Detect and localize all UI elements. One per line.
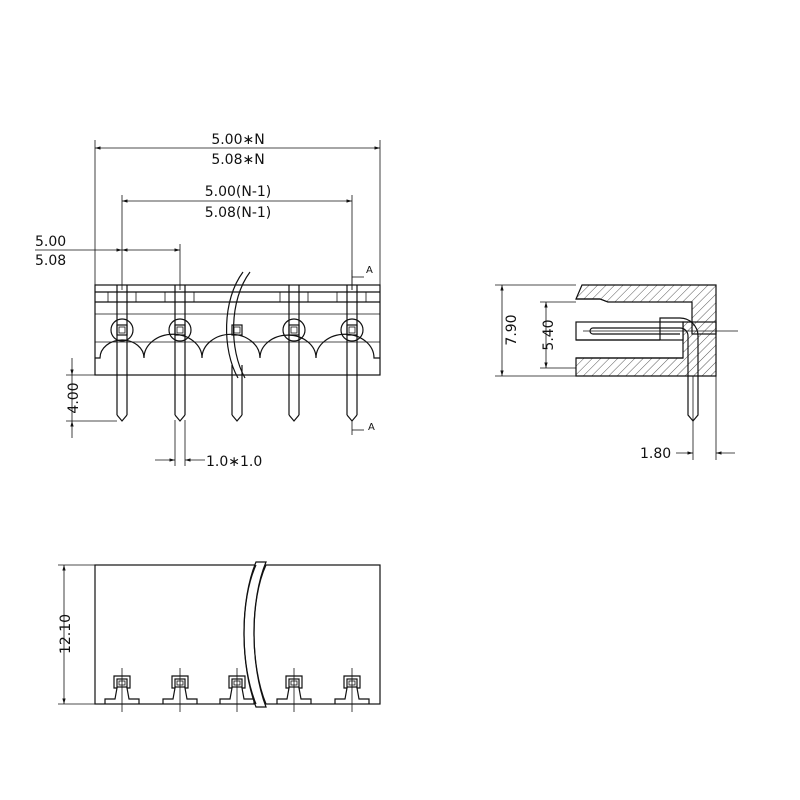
pin-span-dimension: 5.00(N-1) 5.08(N-1) bbox=[121, 184, 353, 290]
section-mark-bottom-label: A bbox=[368, 422, 375, 433]
pin-offset-label: 1.80 bbox=[640, 446, 671, 462]
pin-5 bbox=[340, 285, 364, 422]
pin-height-label: 5.40 bbox=[541, 319, 557, 350]
pitch-label-2: 5.08 bbox=[35, 253, 66, 269]
pin-offset-dimension: 1.80 bbox=[640, 376, 735, 462]
pin-4 bbox=[282, 285, 306, 422]
pin-section-dimension: 1.0∗1.0 bbox=[155, 420, 262, 470]
pin-2 bbox=[168, 285, 192, 422]
pin-height-dimension: 5.40 bbox=[540, 301, 576, 369]
pin-span-label-1: 5.00(N-1) bbox=[205, 184, 272, 200]
pitch-label-1: 5.00 bbox=[35, 234, 66, 250]
section-mark-top: A bbox=[351, 265, 373, 290]
pin-span-label-2: 5.08(N-1) bbox=[205, 205, 272, 221]
pins-front bbox=[110, 285, 364, 422]
bottom-pin-pads bbox=[104, 668, 370, 712]
overall-width-label-1: 5.00∗N bbox=[211, 132, 264, 148]
overall-width-dimension: 5.00∗N 5.08∗N bbox=[94, 132, 381, 285]
bottom-view: 12.10 bbox=[58, 561, 381, 712]
front-view: 5.00∗N 5.08∗N 5.00(N-1) 5.08(N-1) 5.00 5… bbox=[35, 132, 381, 470]
pin-length-label: 4.00 bbox=[66, 382, 82, 413]
depth-dimension: 12.10 bbox=[58, 564, 95, 705]
section-mark-bottom: A bbox=[351, 420, 375, 435]
pin-1 bbox=[110, 285, 134, 422]
pitch-dimension: 5.00 5.08 bbox=[35, 234, 181, 290]
pin-length-dimension: 4.00 bbox=[66, 358, 122, 438]
pin-section-label: 1.0∗1.0 bbox=[206, 454, 262, 470]
side-view: 7.90 5.40 1.80 bbox=[495, 284, 738, 462]
section-mark-top-label: A bbox=[366, 265, 373, 276]
height-dimension: 7.90 bbox=[495, 284, 576, 377]
depth-label: 12.10 bbox=[58, 614, 74, 654]
height-label: 7.90 bbox=[504, 314, 520, 345]
pin-3 bbox=[231, 324, 243, 422]
overall-width-label-2: 5.08∗N bbox=[211, 152, 264, 168]
